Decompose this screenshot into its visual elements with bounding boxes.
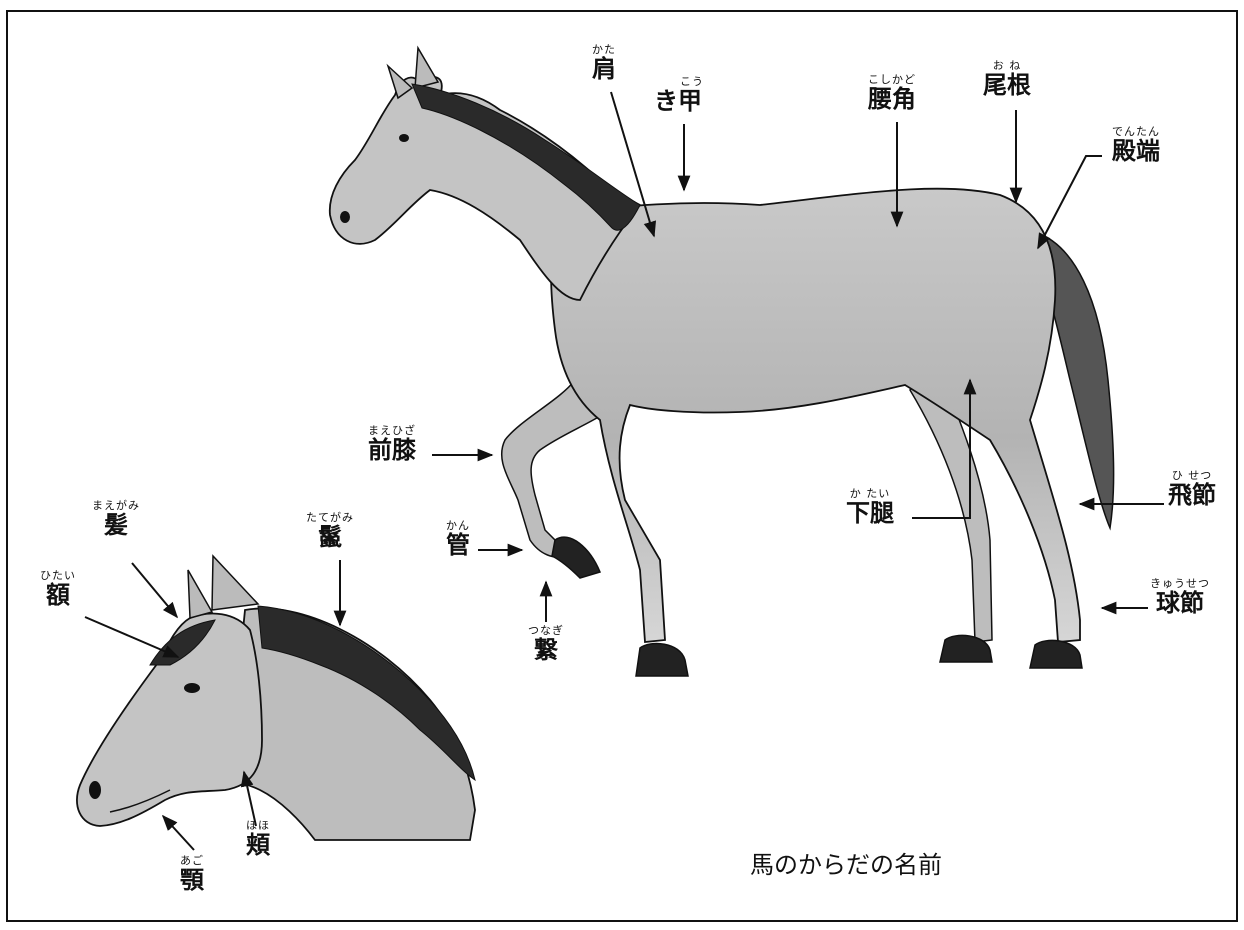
part-name: 顎 — [180, 868, 204, 892]
ruby: あご — [180, 855, 204, 866]
ruby: きゅうせつ — [1150, 578, 1210, 589]
ruby: でんたん — [1112, 126, 1160, 137]
part-name: 尾根 — [983, 73, 1031, 97]
diagram-title: 馬のからだの名前 — [750, 845, 942, 880]
ear — [212, 556, 258, 610]
ruby: こしかど — [868, 74, 916, 85]
horse-head-closeup — [77, 556, 475, 840]
label-dentan: でんたん 殿端 — [1112, 126, 1160, 163]
label-maehiza: まえひざ 前膝 — [368, 425, 416, 462]
label-kyuusetsu: きゅうせつ 球節 — [1150, 578, 1210, 615]
hoof — [636, 644, 688, 676]
eye — [184, 683, 200, 693]
label-kikou: こう き甲 — [652, 76, 704, 113]
ruby: つなぎ — [528, 625, 564, 636]
label-katai: か たい 下腿 — [846, 488, 894, 525]
part-name: 殿端 — [1112, 139, 1160, 163]
ruby: たてがみ — [306, 512, 354, 523]
raised-hoof — [552, 537, 600, 578]
part-name: 球節 — [1150, 591, 1210, 615]
label-koshikado: こしかど 腰角 — [868, 74, 916, 111]
part-name: 鬣 — [306, 525, 354, 549]
nostril — [340, 211, 350, 223]
ruby: ほほ — [246, 820, 270, 831]
ruby: こう — [652, 76, 704, 87]
label-kata: かた 肩 — [592, 44, 616, 81]
part-name: 前膝 — [368, 438, 416, 462]
ruby: まえがみ — [92, 500, 140, 511]
label-hitai: ひたい 額 — [40, 570, 76, 607]
part-name: 髪 — [92, 513, 140, 537]
label-kan: かん 管 — [446, 520, 470, 557]
ruby: まえひざ — [368, 425, 416, 436]
part-name: 管 — [446, 533, 470, 557]
part-name: 額 — [40, 583, 76, 607]
body-shape — [551, 189, 1080, 642]
part-name: 下腿 — [846, 501, 894, 525]
nostril — [89, 781, 101, 799]
ear — [188, 570, 212, 618]
label-maegami: まえがみ 髪 — [92, 500, 140, 537]
ruby: かん — [446, 520, 470, 531]
ruby: かた — [592, 44, 616, 55]
part-name: 肩 — [592, 57, 616, 81]
part-name: 腰角 — [868, 87, 916, 111]
label-ago: あご 顎 — [180, 855, 204, 892]
part-name: 頬 — [246, 833, 270, 857]
hoof — [1030, 640, 1082, 668]
label-tsunagi: つなぎ 繋 — [528, 625, 564, 662]
label-hisetsu: ひ せつ 飛節 — [1168, 470, 1216, 507]
ruby: ひ せつ — [1168, 470, 1216, 481]
label-one: お ね 尾根 — [983, 60, 1031, 97]
ear — [415, 48, 438, 88]
part-name: き甲 — [652, 89, 704, 113]
part-name: 繋 — [528, 638, 564, 662]
label-hoho: ほほ 頬 — [246, 820, 270, 857]
ruby: お ね — [983, 60, 1031, 71]
label-tategami: たてがみ 鬣 — [306, 512, 354, 549]
eye — [399, 134, 409, 142]
horse-full-body — [330, 48, 1114, 676]
ruby: ひたい — [40, 570, 76, 581]
ruby: か たい — [846, 488, 894, 499]
part-name: 飛節 — [1168, 483, 1216, 507]
